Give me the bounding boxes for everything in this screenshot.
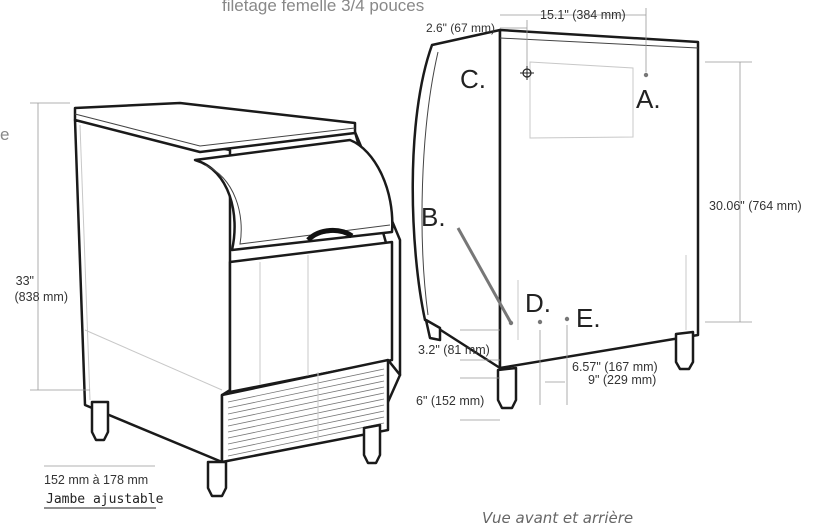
label-b: B. — [421, 202, 446, 232]
thread-spec-text: filetage femelle 3/4 pouces — [222, 0, 424, 15]
leg-range-text: 152 mm à 178 mm — [44, 473, 148, 487]
leg-height-dim: 6" (152 mm) — [416, 394, 484, 408]
point-e-dim: 9" (229 mm) — [588, 373, 656, 387]
rear-view-ice-machine — [411, 28, 700, 410]
top-offset-dim: 2.6" (67 mm) — [426, 21, 495, 35]
front-height-dimension — [30, 102, 90, 391]
label-e: E. — [576, 303, 601, 333]
view-caption: Vue avant et arrière — [482, 509, 633, 525]
rear-dimension-lines — [460, 8, 752, 421]
label-d: D. — [525, 288, 551, 318]
front-height-dim-in: 33" — [16, 274, 34, 288]
bottom-height-dim: 3.2" (81 mm) — [418, 343, 490, 357]
front-view-ice-machine — [73, 101, 402, 498]
label-c: C. — [460, 64, 486, 94]
rear-height-dim: 30.06" (764 mm) — [709, 199, 802, 213]
left-edge-letter: e — [0, 125, 9, 144]
top-width-dim: 15.1" (384 mm) — [540, 8, 626, 22]
point-d-dim: 6.57" (167 mm) — [572, 360, 658, 374]
label-a: A. — [636, 84, 661, 114]
adjustable-leg-label: Jambe ajustable — [46, 492, 164, 507]
front-height-dim-mm: (838 mm) — [15, 290, 68, 304]
